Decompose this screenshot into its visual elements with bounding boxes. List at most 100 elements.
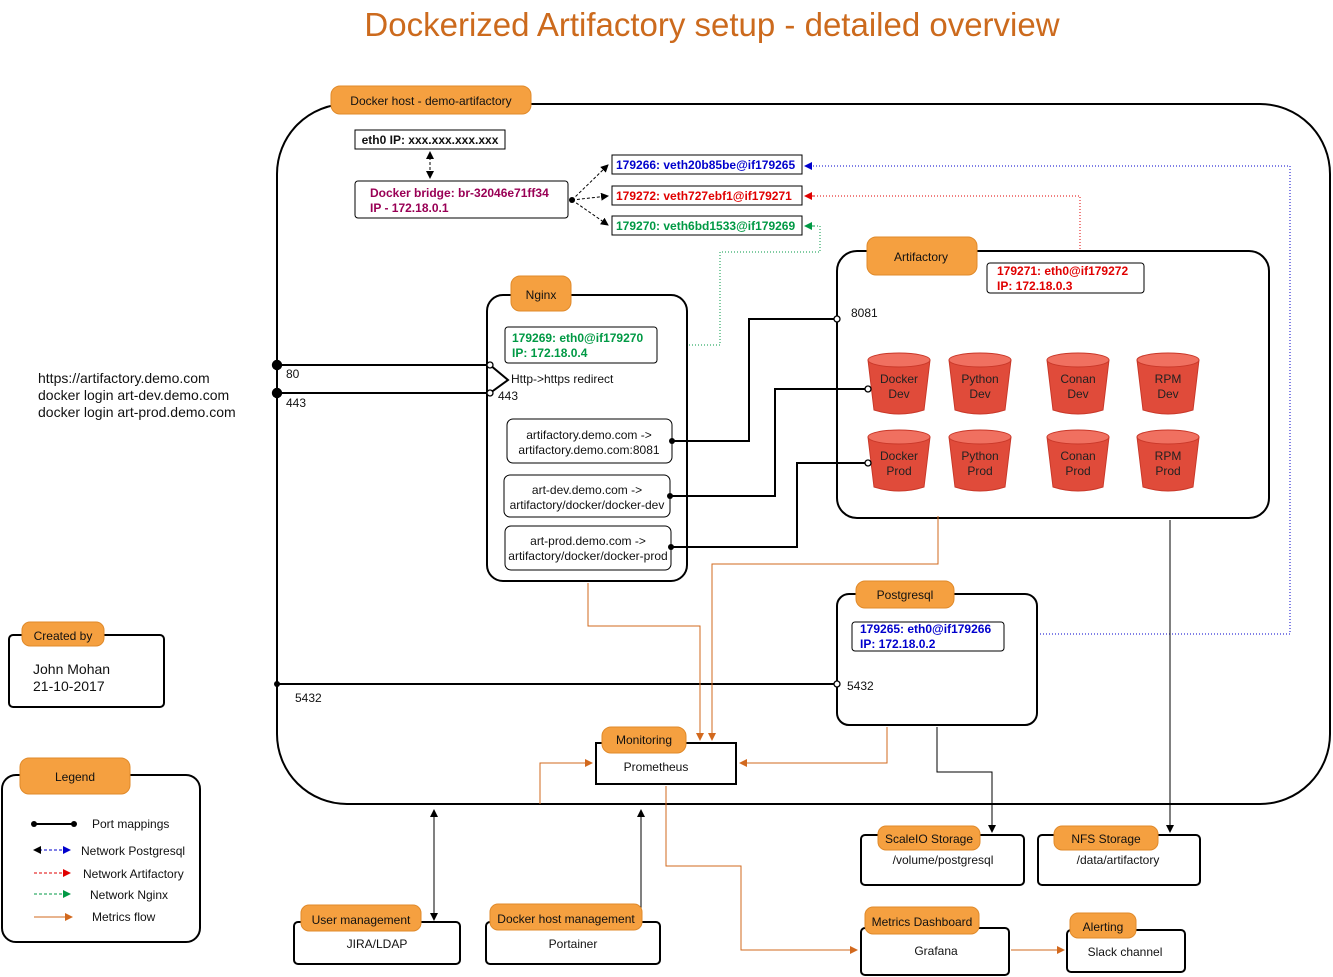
svg-text:eth0 IP: xxx.xxx.xxx.xxx: eth0 IP: xxx.xxx.xxx.xxx xyxy=(362,133,499,147)
port-443-label: 443 xyxy=(286,396,306,410)
svg-text:179270: veth6bd1533@if179269: 179270: veth6bd1533@if179269 xyxy=(616,219,795,233)
svg-text:ScaleIO Storage: ScaleIO Storage xyxy=(885,832,973,846)
postgres-container xyxy=(836,593,1038,726)
legend-box: Legend Port mappings Network Postgresql … xyxy=(1,757,201,943)
svg-text:artifactory.demo.com:8081: artifactory.demo.com:8081 xyxy=(518,443,660,457)
svg-text:179272: veth727ebf1@if179271: 179272: veth727ebf1@if179271 xyxy=(616,189,792,203)
svg-text:Dev: Dev xyxy=(969,387,990,401)
svg-text:IP: 172.18.0.2: IP: 172.18.0.2 xyxy=(860,637,936,651)
page-title: Dockerized Artifactory setup - detailed … xyxy=(364,6,1059,43)
repo-bucket-python-prod: Python Prod xyxy=(948,429,1012,492)
svg-text:Python: Python xyxy=(961,372,998,386)
monitoring-box: Monitoring Prometheus xyxy=(595,726,737,785)
nginx-route-2: art-dev.demo.com -> artifactory/docker/d… xyxy=(503,474,671,518)
repo-bucket-rpm-prod: RPM Prod xyxy=(1136,429,1200,492)
svg-text:art-dev.demo.com ->: art-dev.demo.com -> xyxy=(532,483,642,497)
svg-text:artifactory.demo.com ->: artifactory.demo.com -> xyxy=(526,428,651,442)
port-5432-host-label: 5432 xyxy=(295,691,322,705)
docker-host-management-box: Docker host management Portainer xyxy=(485,903,661,965)
svg-text:Docker host - demo-artifactory: Docker host - demo-artifactory xyxy=(350,94,511,108)
repo-bucket-docker-prod: Docker Prod xyxy=(867,429,931,492)
svg-text:Portainer: Portainer xyxy=(549,937,598,951)
repo-bucket-conan-dev: Conan Dev xyxy=(1046,352,1110,415)
docker-bridge-box: Docker bridge: br-32046e71ff34 IP - 172.… xyxy=(354,180,569,219)
svg-text:artifactory/docker/docker-dev: artifactory/docker/docker-dev xyxy=(510,498,665,512)
repo-bucket-docker-dev: Docker Dev xyxy=(867,352,931,415)
nginx-iface-box: 179269: eth0@if179270 IP: 172.18.0.4 xyxy=(504,326,658,364)
svg-text:Artifactory: Artifactory xyxy=(894,250,948,264)
svg-text:Dev: Dev xyxy=(1067,387,1088,401)
svg-text:Docker: Docker xyxy=(880,449,918,463)
user-management-box: User management JIRA/LDAP xyxy=(293,904,461,965)
docker-host-tag: Docker host - demo-artifactory xyxy=(330,85,532,115)
svg-text:179269: eth0@if179270: 179269: eth0@if179270 xyxy=(512,331,643,345)
svg-text:Grafana: Grafana xyxy=(914,944,958,958)
svg-text:Monitoring: Monitoring xyxy=(616,733,672,747)
artifactory-iface-box: 179271: eth0@if179272 IP: 172.18.0.3 xyxy=(986,262,1145,294)
svg-text:Prod: Prod xyxy=(1065,464,1090,478)
svg-text:Conan: Conan xyxy=(1060,372,1095,386)
svg-text:Conan: Conan xyxy=(1060,449,1095,463)
veth-postgres-box: 179266: veth20b85be@if179265 xyxy=(611,154,803,175)
svg-text:art-prod.demo.com ->: art-prod.demo.com -> xyxy=(530,534,646,548)
repo-bucket-rpm-dev: RPM Dev xyxy=(1136,352,1200,415)
svg-text:RPM: RPM xyxy=(1155,372,1182,386)
svg-text:Created by: Created by xyxy=(34,629,93,643)
nginx-tag: Nginx xyxy=(510,275,572,312)
svg-text:Legend: Legend xyxy=(55,770,95,784)
svg-text:Slack channel: Slack channel xyxy=(1088,945,1163,959)
alerting-box: Alerting Slack channel xyxy=(1066,912,1186,973)
svg-text:Port mappings: Port mappings xyxy=(92,817,169,831)
postgres-iface-box: 179265: eth0@if179266 IP: 172.18.0.2 xyxy=(851,621,1005,652)
scaleio-storage-box: ScaleIO Storage /volume/postgresql xyxy=(860,825,1025,886)
svg-text:Network Postgresql: Network Postgresql xyxy=(81,844,185,858)
svg-text:Docker: Docker xyxy=(880,372,918,386)
svg-text:Prod: Prod xyxy=(967,464,992,478)
eth0-box: eth0 IP: xxx.xxx.xxx.xxx xyxy=(354,129,506,150)
svg-text:John Mohan: John Mohan xyxy=(33,661,110,677)
svg-text:RPM: RPM xyxy=(1155,449,1182,463)
veth-nginx-box: 179270: veth6bd1533@if179269 xyxy=(611,215,803,236)
svg-text:IP: 172.18.0.3: IP: 172.18.0.3 xyxy=(997,279,1073,293)
svg-text:JIRA/LDAP: JIRA/LDAP xyxy=(347,937,408,951)
port-5432-pg-label: 5432 xyxy=(847,679,874,693)
svg-text:Prod: Prod xyxy=(886,464,911,478)
svg-text:Nginx: Nginx xyxy=(526,288,557,302)
repo-bucket-python-dev: Python Dev xyxy=(948,352,1012,415)
svg-text:Dev: Dev xyxy=(888,387,909,401)
nginx-route-3: art-prod.demo.com -> artifactory/docker/… xyxy=(504,525,672,571)
artifactory-tag: Artifactory xyxy=(866,236,978,276)
svg-text:179266: veth20b85be@if179265: 179266: veth20b85be@if179265 xyxy=(616,158,795,172)
network-postgres-link xyxy=(804,162,1291,635)
svg-text:Network Nginx: Network Nginx xyxy=(90,888,168,902)
svg-text:21-10-2017: 21-10-2017 xyxy=(33,678,105,694)
nginx-443-label: 443 xyxy=(498,389,518,403)
url-line-2: docker login art-dev.demo.com xyxy=(38,387,229,403)
port-8081-label: 8081 xyxy=(851,306,878,320)
svg-text:Docker host management: Docker host management xyxy=(497,912,635,926)
postgres-tag: Postgresql xyxy=(855,580,955,609)
metrics-flows xyxy=(539,516,1065,954)
created-by-box: Created by John Mohan 21-10-2017 xyxy=(8,621,165,708)
svg-text:179265: eth0@if179266: 179265: eth0@if179266 xyxy=(860,622,991,636)
nfs-storage-box: NFS Storage /data/artifactory xyxy=(1037,825,1201,886)
svg-text:/volume/postgresql: /volume/postgresql xyxy=(893,853,994,867)
bridge-veth-links xyxy=(571,164,609,226)
svg-text:Metrics flow: Metrics flow xyxy=(92,910,156,924)
route-port-mappings xyxy=(670,318,868,548)
repo-bucket-conan-prod: Conan Prod xyxy=(1046,429,1110,492)
svg-text:User management: User management xyxy=(312,913,411,927)
postgres-storage-link xyxy=(936,727,996,833)
url-line-3: docker login art-prod.demo.com xyxy=(38,404,236,420)
port-mappings-80-443 xyxy=(277,359,510,393)
svg-text:Metrics Dashboard: Metrics Dashboard xyxy=(872,915,973,929)
svg-text:NFS Storage: NFS Storage xyxy=(1071,832,1141,846)
svg-text:Prometheus: Prometheus xyxy=(624,760,689,774)
svg-text:artifactory/docker/docker-prod: artifactory/docker/docker-prod xyxy=(508,549,667,563)
svg-text:IP: 172.18.0.4: IP: 172.18.0.4 xyxy=(512,346,588,360)
network-nginx-link xyxy=(659,225,821,349)
svg-text:IP - 172.18.0.1: IP - 172.18.0.1 xyxy=(370,201,449,215)
svg-text:Alerting: Alerting xyxy=(1083,920,1124,934)
port-80-label: 80 xyxy=(286,367,300,381)
